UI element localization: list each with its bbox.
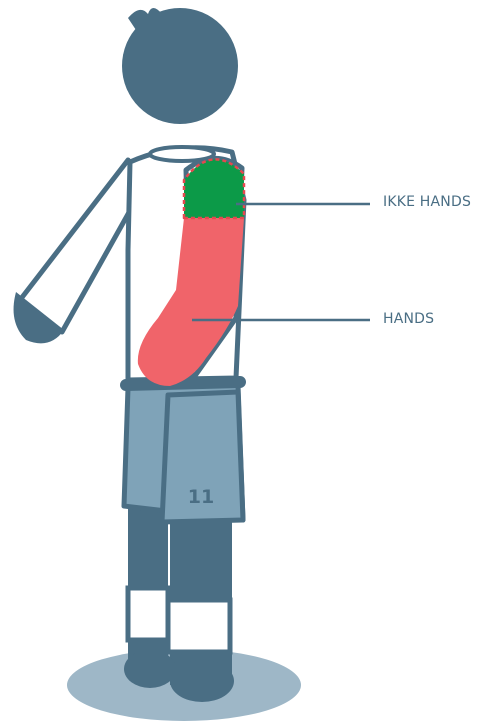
not-handball-label: IKKE HANDS (383, 194, 471, 210)
not-handball-zone (184, 159, 244, 218)
left-sock (128, 588, 168, 640)
right-sock (168, 600, 230, 652)
left-shoe (124, 650, 176, 688)
right-shoe (170, 660, 234, 702)
shirt-number: 11 (188, 486, 214, 508)
handball-label: HANDS (383, 311, 434, 327)
waistband (126, 382, 240, 385)
